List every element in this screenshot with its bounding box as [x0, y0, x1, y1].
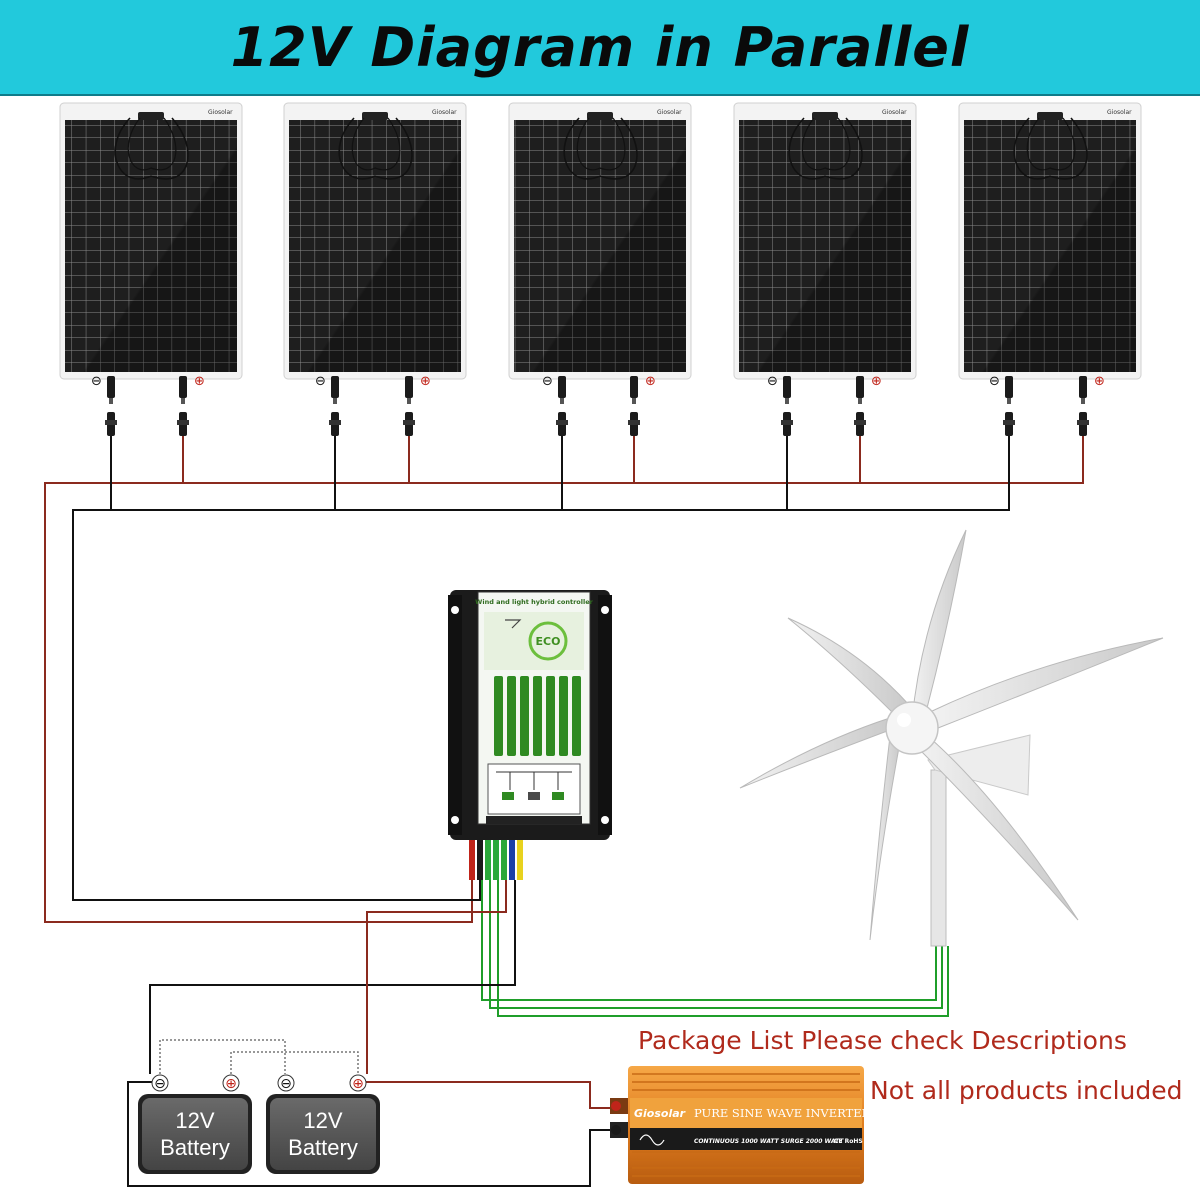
turbine-tail-fin — [927, 734, 1031, 796]
panel-positive-symbol: ⊕ — [871, 374, 882, 389]
panel-brand-label: Giosolar — [432, 109, 457, 116]
solar-panel: Giosolar ⊖ ⊕ — [59, 102, 243, 436]
controller-indicator-strips — [494, 676, 581, 756]
turbine-blades — [739, 529, 1164, 941]
mc4-positive-connector — [854, 376, 866, 436]
page-title: 12V Diagram in Parallel — [230, 15, 970, 79]
panel-negative-bus — [72, 436, 1010, 901]
title-banner: 12V Diagram in Parallel — [0, 0, 1200, 96]
panel-brand-label: Giosolar — [208, 109, 233, 116]
panel-positive-symbol: ⊕ — [645, 374, 656, 389]
panel-negative-symbol: ⊖ — [767, 374, 778, 389]
turbine-hub — [885, 701, 939, 755]
battery-positive-terminal: ⊕ — [352, 1076, 364, 1092]
solar-panel: Giosolar ⊖ ⊕ — [283, 102, 467, 436]
panel-negative-symbol: ⊖ — [315, 374, 326, 389]
inverter-brand: Giosolar — [634, 1107, 686, 1120]
package-list-caption: Package List Please check Descriptions — [638, 1026, 1127, 1055]
mc4-positive-connector — [403, 376, 415, 436]
solar-panels: Giosolar ⊖ ⊕ Giosolar ⊖ ⊕ Giosolar ⊖ ⊕ Giosolar ⊖ ⊕… — [59, 102, 1142, 436]
inverter-spec: CONTINUOUS 1000 WATT SURGE 2000 WATT — [694, 1138, 844, 1145]
mc4-negative-connector — [1003, 376, 1015, 436]
battery-negative-terminal: ⊖ — [280, 1076, 292, 1092]
battery-wiring — [127, 880, 612, 1187]
battery-label: Battery — [160, 1135, 230, 1160]
turbine-wires — [481, 880, 949, 1017]
solar-panel: Giosolar ⊖ ⊕ — [508, 102, 692, 436]
panel-negative-symbol: ⊖ — [989, 374, 1000, 389]
mc4-negative-connector — [781, 376, 793, 436]
inverter-cert: CE RoHS — [834, 1138, 863, 1145]
solar-panel: Giosolar ⊖ ⊕ — [958, 102, 1142, 436]
battery-voltage: 12V — [303, 1108, 342, 1133]
panel-brand-label: Giosolar — [882, 109, 907, 116]
panel-brand-label: Giosolar — [657, 109, 682, 116]
battery-voltage: 12V — [175, 1108, 214, 1133]
mc4-positive-connector — [177, 376, 189, 436]
pure-sine-wave-inverter: Giosolar PURE SINE WAVE INVERTER CONTINU… — [610, 1066, 871, 1184]
mc4-negative-connector — [105, 376, 117, 436]
panel-negative-symbol: ⊖ — [542, 374, 553, 389]
battery-label: Battery — [288, 1135, 358, 1160]
controller-header: Wind and light hybrid controller — [475, 598, 593, 606]
panel-brand-label: Giosolar — [1107, 109, 1132, 116]
products-note-caption: Not all products included — [870, 1076, 1183, 1105]
panel-negative-symbol: ⊖ — [91, 374, 102, 389]
mc4-negative-connector — [556, 376, 568, 436]
controller-terminal-row — [486, 816, 582, 824]
solar-panel-array: Giosolar ⊖ ⊕ Giosolar ⊖ ⊕ Giosolar ⊖ ⊕ Giosolar ⊖ ⊕… — [59, 102, 1142, 436]
panel-positive-bus — [44, 436, 1084, 923]
wind-turbine — [739, 529, 1164, 947]
battery-negative-terminal: ⊖ — [154, 1076, 166, 1092]
panel-positive-symbol: ⊕ — [194, 374, 205, 389]
hybrid-charge-controller: Wind and light hybrid controller ECO — [448, 590, 612, 880]
inverter-model: PURE SINE WAVE INVERTER — [694, 1106, 871, 1120]
controller-output-wires — [469, 840, 523, 880]
mc4-negative-connector — [329, 376, 341, 436]
solar-panel: Giosolar ⊖ ⊕ — [733, 102, 917, 436]
controller-eco-badge: ECO — [536, 635, 561, 648]
mc4-positive-connector — [628, 376, 640, 436]
battery-positive-terminal: ⊕ — [225, 1076, 237, 1092]
panel-positive-symbol: ⊕ — [1094, 374, 1105, 389]
mc4-positive-connector — [1077, 376, 1089, 436]
panel-positive-symbol: ⊕ — [420, 374, 431, 389]
